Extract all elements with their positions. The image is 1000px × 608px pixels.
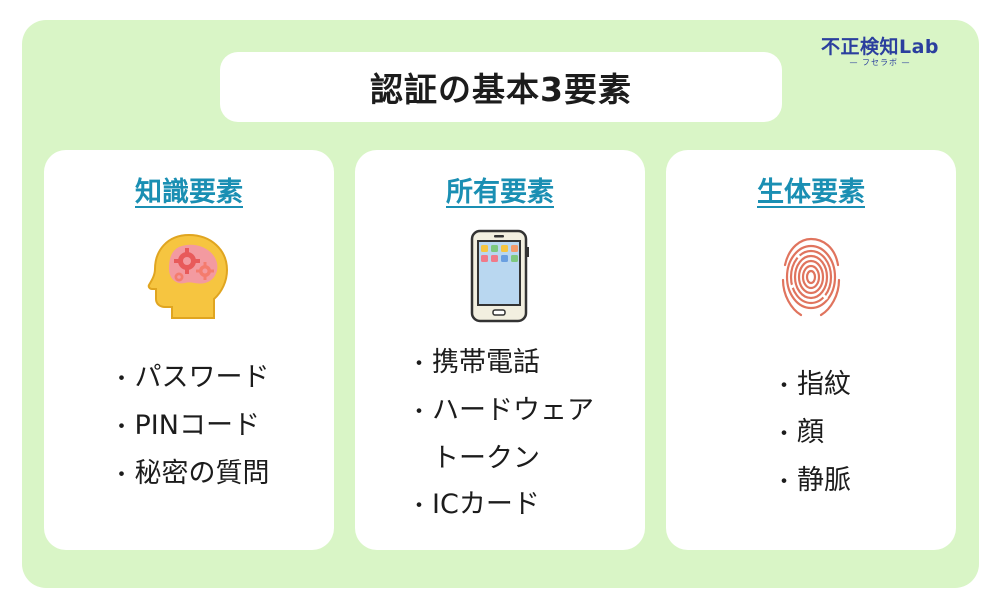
list-item: ・携帯電話 [407, 347, 540, 378]
card-heading-possession: 所有要素 [446, 177, 554, 208]
page-title: 認証の基本3要素 [370, 70, 632, 109]
title-box: 認証の基本3要素 [220, 52, 782, 122]
head-gears-icon [147, 233, 229, 319]
list-item: ・ハードウェア [407, 395, 594, 426]
logo-main-text: 不正検知Lab [820, 36, 940, 58]
card-knowledge: 知識要素 ・パスワード ・PINコード ・秘密の質問 [44, 150, 334, 550]
smartphone-icon [470, 229, 529, 323]
list-item: ・指紋 [772, 369, 851, 400]
brand-logo: 不正検知Lab — フセラボ — [805, 36, 955, 68]
list-item: ・秘密の質問 [110, 458, 270, 489]
list-item: ・パスワード [110, 362, 270, 393]
fingerprint-icon [781, 237, 841, 317]
card-possession: 所有要素 ・携帯電話 ・ハードウェア トークン ・ICカード [355, 150, 645, 550]
item-list-knowledge: ・パスワード ・PINコード ・秘密の質問 [44, 355, 334, 499]
list-item: ・顔 [772, 417, 824, 448]
card-heading-knowledge: 知識要素 [135, 177, 243, 208]
list-item: ・PINコード [110, 410, 260, 441]
list-item: ・ICカード [407, 489, 540, 520]
logo-sub-text: — フセラボ — [849, 58, 911, 67]
item-list-possession: ・携帯電話 ・ハードウェア トークン ・ICカード [355, 340, 645, 530]
card-biometric: 生体要素 ・指紋 ・顔 ・静脈 [666, 150, 956, 550]
item-list-biometric: ・指紋 ・顔 ・静脈 [666, 362, 956, 506]
list-item: ・静脈 [772, 465, 851, 496]
list-item: トークン [432, 443, 540, 474]
card-heading-biometric: 生体要素 [757, 177, 865, 208]
